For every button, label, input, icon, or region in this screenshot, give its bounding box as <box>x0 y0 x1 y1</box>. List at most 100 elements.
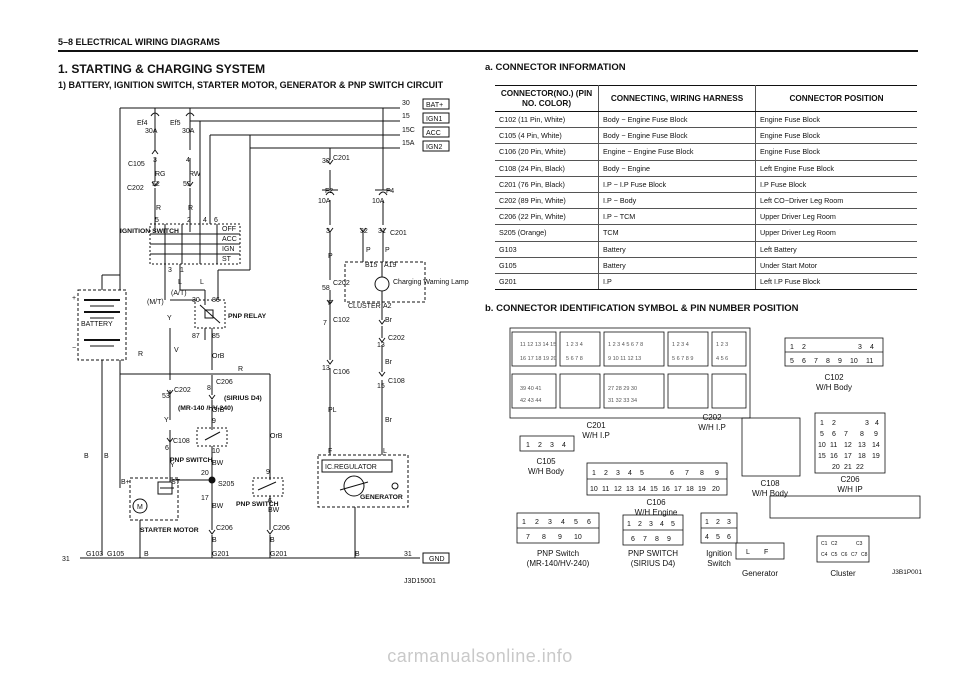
section-title: 1. STARTING & CHARGING SYSTEM <box>58 62 266 76</box>
watermark: carmanualsonline.info <box>387 646 573 666</box>
wire-y2: Y <box>164 417 169 424</box>
battery-minus: − <box>72 345 76 352</box>
pin-label: 16 <box>830 453 838 460</box>
pin-6: 6 <box>214 217 218 224</box>
fig-ref: J3D15001 <box>404 578 436 585</box>
wire-p4: P <box>328 300 333 307</box>
relay-85: 85 <box>212 333 220 340</box>
sirius-label: (SIRIUS D4) <box>224 395 262 402</box>
pin-label: 8 <box>826 358 830 365</box>
svg-text:1 2 3: 1 2 3 <box>716 342 728 348</box>
svg-text:27 28 29 30: 27 28 29 30 <box>608 386 637 392</box>
table-row: C201 (76 Pin, Black)I.P − I.P Fuse Block… <box>495 176 917 193</box>
bus-tag-acc: ACC <box>426 130 441 137</box>
fuse-f4-label: F4 <box>386 188 394 195</box>
g201-label-2: G201 <box>270 551 287 558</box>
cell-position: Upper Driver Leg Room <box>755 224 917 242</box>
pin-label: 9 <box>838 358 842 365</box>
cell-connector: C108 (24 Pin, Black) <box>495 160 599 177</box>
table-header-row: CONNECTOR(NO.) (PIN NO. COLOR) CONNECTIN… <box>495 85 917 112</box>
c202-name: C202 <box>702 413 722 422</box>
battery-plus: + <box>72 295 76 302</box>
c106-label: C106 <box>333 369 350 376</box>
cell-harness: TCM <box>598 224 756 242</box>
mr140-label: (MR-140 /HV-240) <box>178 405 233 412</box>
pin-20: 20 <box>201 470 209 477</box>
at-label: (A/T) <box>171 290 187 297</box>
pin-label: C5 <box>831 552 838 558</box>
c105-name: C105 <box>536 457 556 466</box>
ign-st: ST <box>222 256 232 263</box>
wire-bw3: BW <box>268 507 280 514</box>
pin-label: 9 <box>715 470 719 477</box>
table-header: CONNECTOR(NO.) (PIN NO. COLOR) <box>495 85 599 112</box>
pin-32: 32 <box>360 228 368 235</box>
ign-ign: IGN <box>222 246 234 253</box>
pin-3b: 3 <box>168 267 172 274</box>
svg-text:1 2 3 4: 1 2 3 4 <box>672 342 689 348</box>
pin-label: 13 <box>858 442 866 449</box>
ground-31-left: 31 <box>62 556 70 563</box>
fuse-f4-rating: 10A <box>372 198 385 205</box>
cell-harness: I.P − TCM <box>598 208 756 226</box>
ground-31-right: 31 <box>404 551 412 558</box>
cell-connector: C102 (11 Pin, White) <box>495 111 599 129</box>
pin-label: 11 <box>866 358 873 365</box>
svg-text:11 12 13 14 15: 11 12 13 14 15 <box>520 342 556 348</box>
c206-label-mid: C206 <box>216 379 233 386</box>
cell-connector: G105 <box>495 257 599 274</box>
pin-label: 4 <box>561 519 565 526</box>
pin-label: 5 <box>820 431 824 438</box>
c108-label: C108 <box>173 438 190 445</box>
pin-label: C1 <box>821 541 828 547</box>
pin-label: 4 <box>628 470 632 477</box>
pin-label: 21 <box>844 464 852 471</box>
cell-connector: C106 (20 Pin, White) <box>495 143 599 161</box>
pin-9: 9 <box>212 418 216 425</box>
cell-position: Left I.P Fuse Block <box>755 273 917 291</box>
gen-name: Generator <box>742 569 778 578</box>
pin-label: 20 <box>712 486 720 493</box>
pin-label: 3 <box>548 519 552 526</box>
pin-label: 6 <box>802 358 806 365</box>
svg-text:16 17 18 19 20: 16 17 18 19 20 <box>520 356 557 362</box>
cell-harness: I.P − I.P Fuse Block <box>598 176 756 193</box>
wire-br3: Br <box>385 417 393 424</box>
pin-17: 17 <box>201 495 209 502</box>
g105-label: G105 <box>107 551 124 558</box>
wire-y3: Y <box>170 462 175 469</box>
pin-label: 5 <box>790 358 794 365</box>
pin-label: 9 <box>558 534 562 541</box>
relay-87: 87 <box>192 333 200 340</box>
table-row: C102 (11 Pin, White)Body − Engine Fuse B… <box>495 111 917 129</box>
c102-name: C102 <box>824 373 844 382</box>
pin-label: 15 <box>650 486 658 493</box>
connector-ident-title: b. CONNECTOR IDENTIFICATION SYMBOL & PIN… <box>485 303 799 314</box>
ign-acc: ACC <box>222 236 237 243</box>
c206-label-low1: C206 <box>216 525 233 532</box>
wire-b2: B <box>270 537 275 544</box>
bus-15a-num: 15A <box>402 140 415 147</box>
pin-label: 15 <box>818 453 826 460</box>
ign-sub: Switch <box>707 559 731 568</box>
ign-name: Ignition <box>706 549 732 558</box>
cell-position: Upper Driver Leg Room <box>755 208 917 226</box>
table-header: CONNECTOR POSITION <box>755 85 917 112</box>
c202-label-top: C202 <box>127 185 144 192</box>
pin-label: 4 <box>562 442 566 449</box>
svg-text:1 2 3 4 5 6 7 8: 1 2 3 4 5 6 7 8 <box>608 342 643 348</box>
cell-harness: Battery <box>598 257 756 274</box>
svg-text:42 43 44: 42 43 44 <box>520 398 541 404</box>
fuse-f2-label: F2 <box>325 188 333 195</box>
c201-label-2: C201 <box>390 230 407 237</box>
pin-4b: 4 <box>203 217 207 224</box>
wire-p2: P <box>366 247 371 254</box>
pin-label: 7 <box>526 534 530 541</box>
g201-label-1: G201 <box>212 551 229 558</box>
pnp-switch-label-2: PNP SWITCH <box>236 501 279 508</box>
fuse-ef4-label: Ef4 <box>137 120 148 127</box>
pin-label: 2 <box>538 442 542 449</box>
